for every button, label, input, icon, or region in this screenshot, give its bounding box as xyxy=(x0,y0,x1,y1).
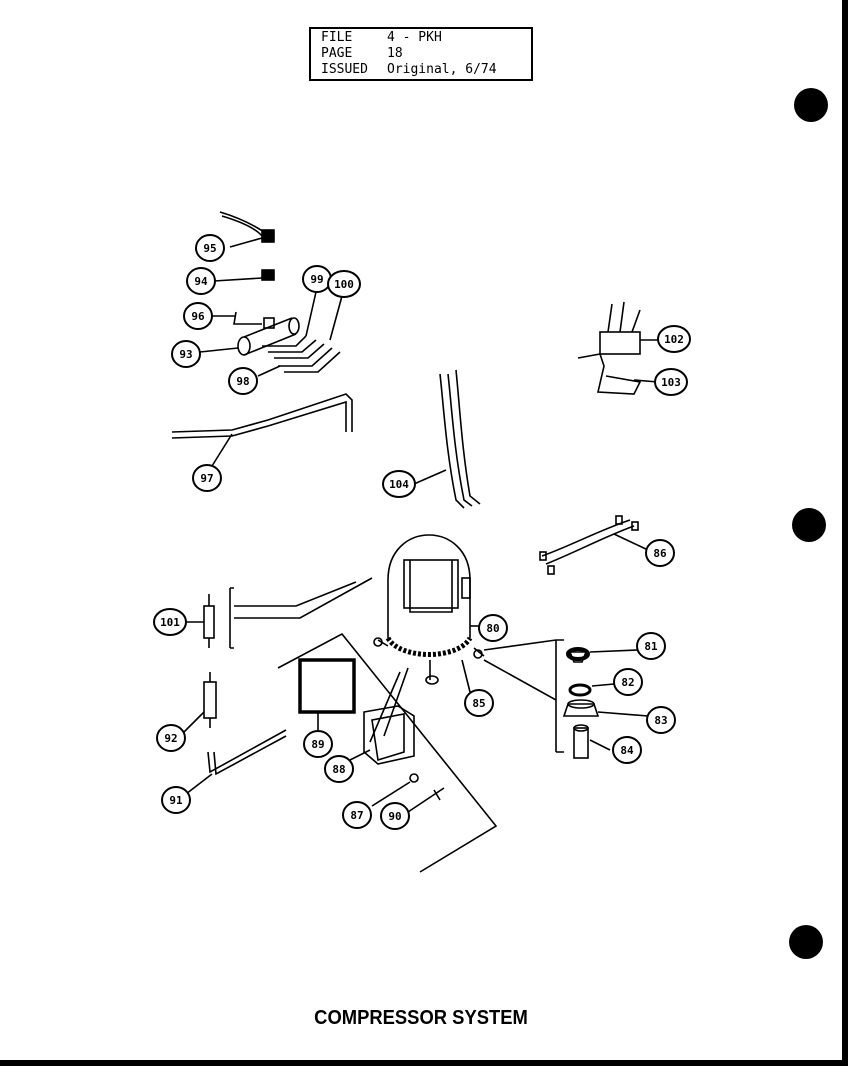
issued-value: Original, 6/74 xyxy=(387,62,497,77)
mount-leader-lines xyxy=(277,632,564,873)
part-101-bracket xyxy=(186,577,373,649)
svg-text:82: 82 xyxy=(621,676,634,689)
part-102-103-relay-bracket xyxy=(577,301,662,395)
svg-text:96: 96 xyxy=(191,310,205,323)
svg-text:91: 91 xyxy=(169,794,183,807)
svg-text:80: 80 xyxy=(486,622,499,635)
binder-hole-bottom xyxy=(789,925,823,959)
svg-text:89: 89 xyxy=(311,738,324,751)
callout-87: 87 xyxy=(342,801,372,829)
file-label: FILE xyxy=(321,30,353,45)
callout-102: 102 xyxy=(657,325,691,353)
callout-93: 93 xyxy=(171,340,201,368)
callout-94: 94 xyxy=(186,267,216,295)
diagram-caption: COMPRESSOR SYSTEM xyxy=(314,1007,528,1029)
svg-text:90: 90 xyxy=(388,810,401,823)
svg-text:103: 103 xyxy=(661,376,681,389)
part-97-tube xyxy=(171,393,353,467)
svg-text:83: 83 xyxy=(654,714,667,727)
callout-100: 100 xyxy=(327,270,361,298)
callout-97: 97 xyxy=(192,464,222,492)
callout-83: 83 xyxy=(646,706,676,734)
part-98-100-tubing xyxy=(257,291,343,377)
part-86-wire xyxy=(539,515,649,575)
part-91-tube xyxy=(185,729,287,795)
part-93-capacitor xyxy=(199,317,300,356)
part-89-gasket xyxy=(298,658,356,730)
page-label: PAGE xyxy=(321,46,353,61)
part-95-wire-harness xyxy=(219,211,275,248)
svg-text:102: 102 xyxy=(664,333,684,346)
callout-103: 103 xyxy=(654,368,688,396)
svg-text:85: 85 xyxy=(472,697,485,710)
callout-92: 92 xyxy=(156,724,186,752)
callout-81: 81 xyxy=(636,632,666,660)
page-value: 18 xyxy=(387,46,403,61)
callout-85: 85 xyxy=(464,689,494,717)
part-88-terminal-cover xyxy=(349,705,415,765)
svg-text:88: 88 xyxy=(332,763,345,776)
callout-98: 98 xyxy=(228,367,258,395)
callout-101: 101 xyxy=(153,608,187,636)
page-row: PAGE 18 xyxy=(321,46,531,62)
file-value: 4 - PKH xyxy=(387,30,442,45)
issued-label: ISSUED xyxy=(321,62,368,77)
callout-86: 86 xyxy=(645,539,675,567)
svg-text:81: 81 xyxy=(644,640,658,653)
callout-96: 96 xyxy=(183,302,213,330)
part-96-clip xyxy=(212,311,275,329)
svg-text:86: 86 xyxy=(653,547,667,560)
callout-80: 80 xyxy=(478,614,508,642)
callout-89: 89 xyxy=(303,730,333,758)
parts-87-90-fasteners xyxy=(371,773,445,813)
file-info-box: FILE 4 - PKH PAGE 18 ISSUED Original, 6/74 xyxy=(309,27,533,81)
callout-90: 90 xyxy=(380,802,410,830)
callout-104: 104 xyxy=(382,470,416,498)
svg-text:93: 93 xyxy=(179,348,192,361)
callout-99: 99 xyxy=(302,265,332,293)
issued-row: ISSUED Original, 6/74 xyxy=(321,62,531,78)
callout-82: 82 xyxy=(613,668,643,696)
binder-hole-top xyxy=(794,88,828,122)
svg-text:100: 100 xyxy=(334,278,354,291)
file-row: FILE 4 - PKH xyxy=(321,30,531,46)
binder-hole-middle xyxy=(792,508,826,542)
callout-84: 84 xyxy=(612,736,642,764)
svg-text:84: 84 xyxy=(620,744,634,757)
svg-text:97: 97 xyxy=(200,472,213,485)
svg-text:101: 101 xyxy=(160,616,180,629)
part-80-compressor xyxy=(373,534,485,693)
svg-text:95: 95 xyxy=(203,242,216,255)
svg-text:92: 92 xyxy=(164,732,177,745)
svg-text:104: 104 xyxy=(389,478,409,491)
part-92-capacitor xyxy=(181,672,217,735)
callout-88: 88 xyxy=(324,755,354,783)
part-104-tubing xyxy=(413,369,481,509)
svg-text:99: 99 xyxy=(310,273,323,286)
svg-text:87: 87 xyxy=(350,809,363,822)
svg-text:98: 98 xyxy=(236,375,249,388)
part-94-connector xyxy=(213,269,275,282)
callout-91: 91 xyxy=(161,786,191,814)
callout-95: 95 xyxy=(195,234,225,262)
parts-81-84-mounting-hardware xyxy=(562,647,649,759)
svg-text:94: 94 xyxy=(194,275,208,288)
